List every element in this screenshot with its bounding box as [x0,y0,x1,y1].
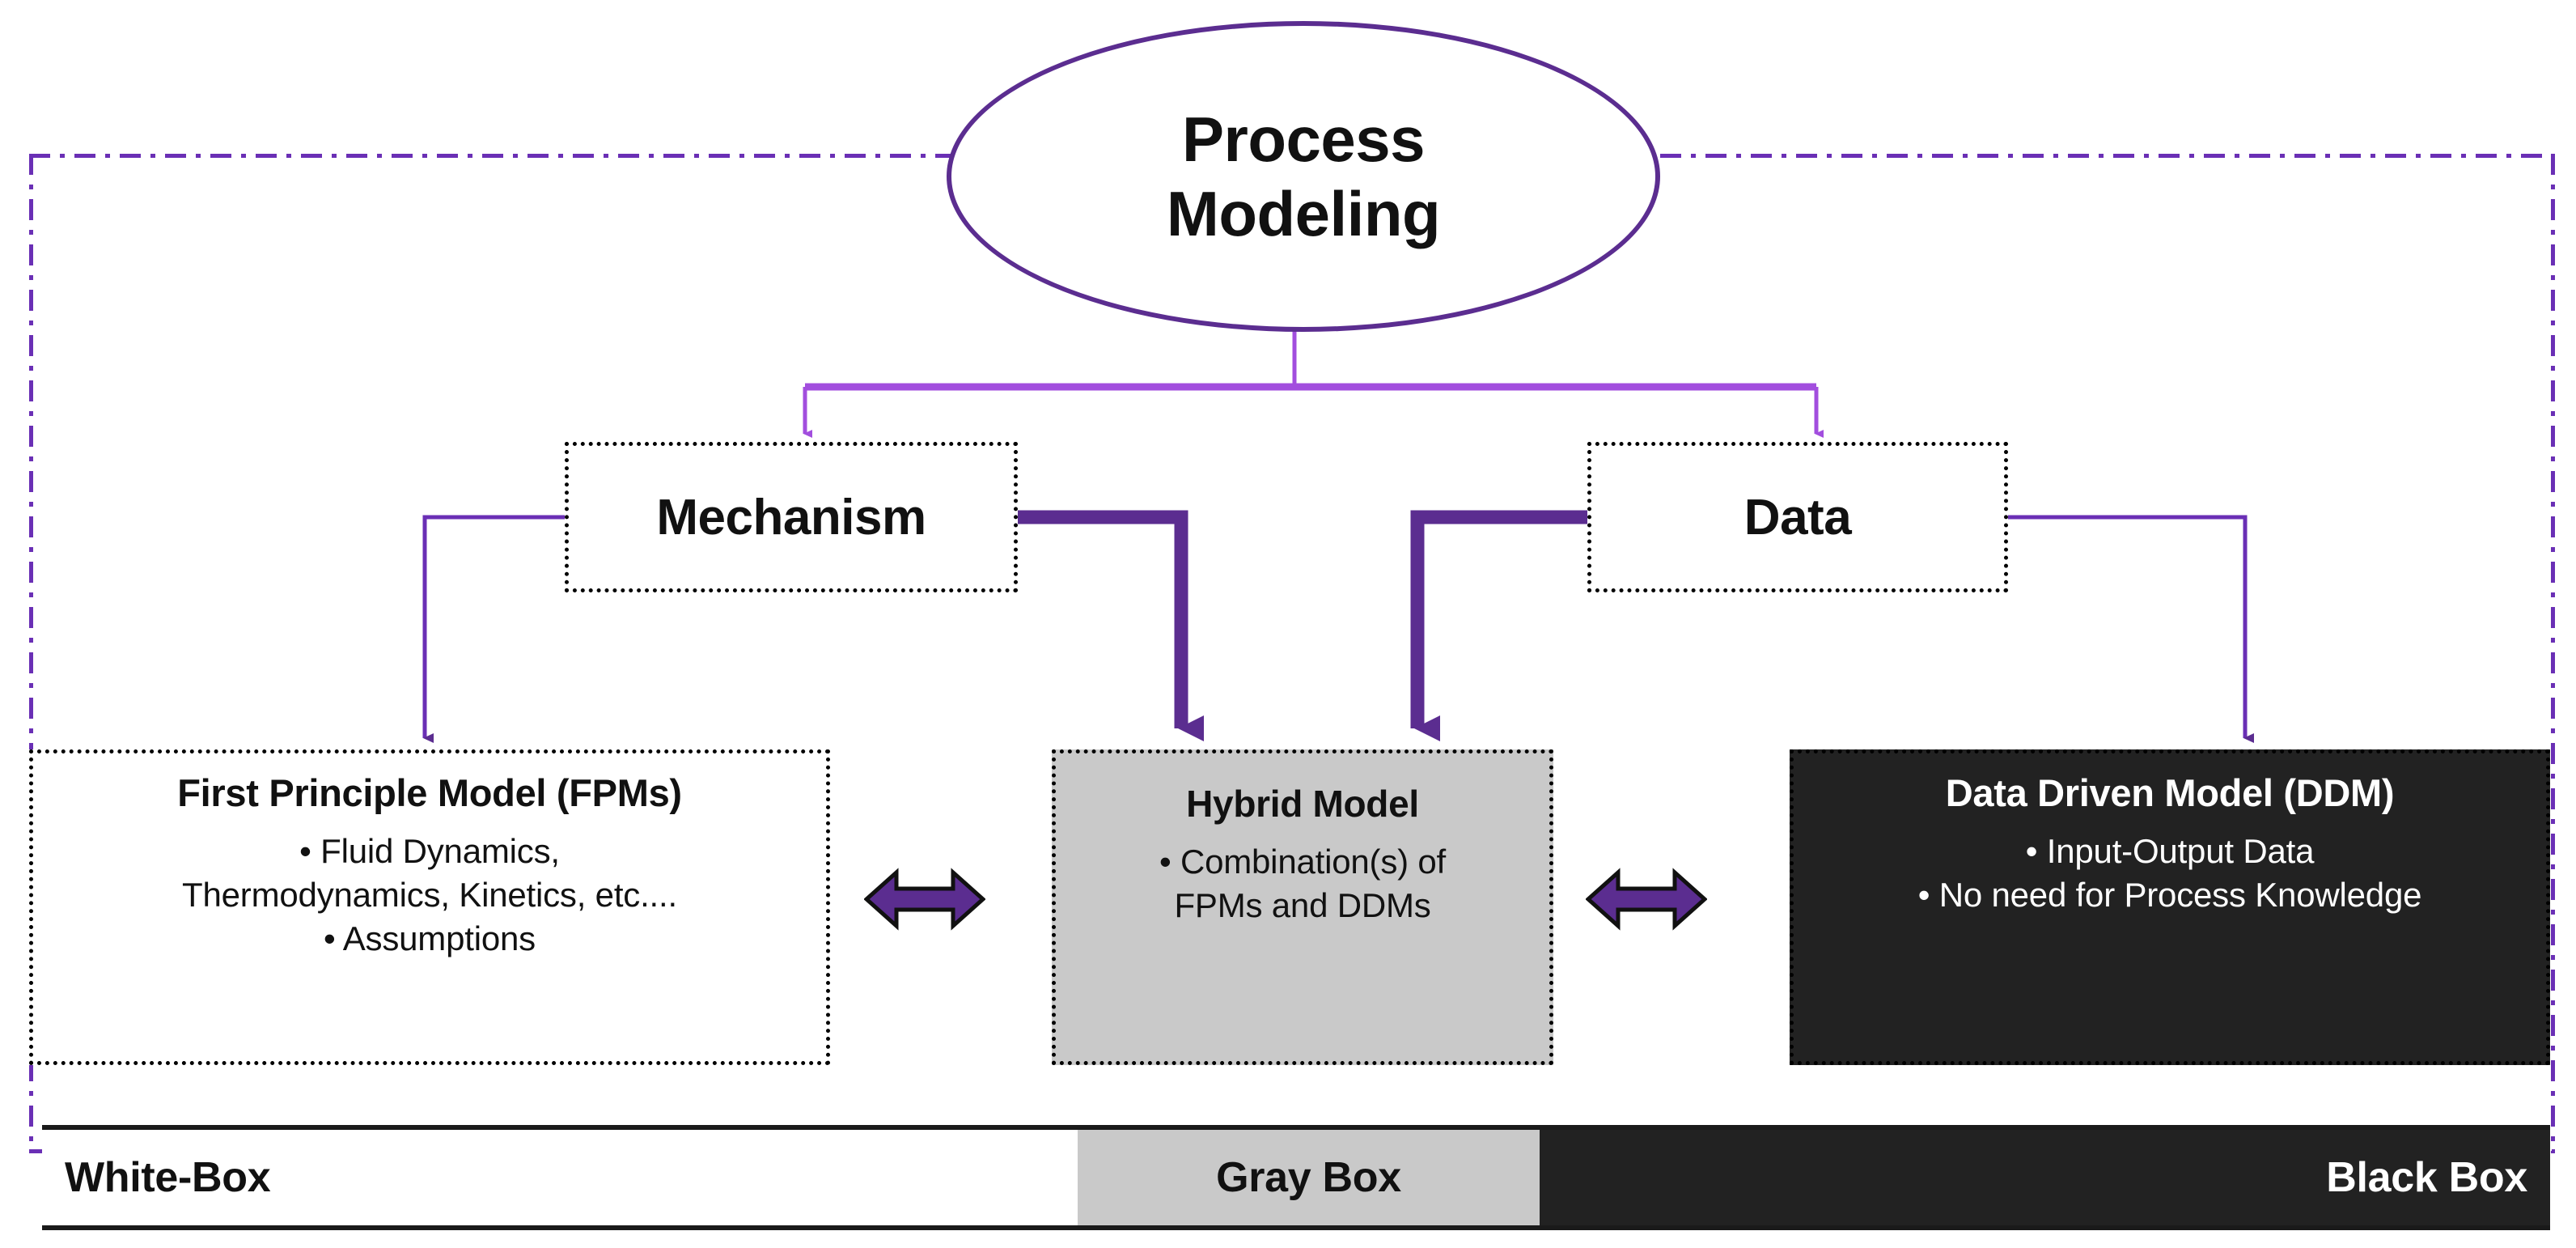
fpm-bullet-2: Thermodynamics, Kinetics, etc.... [182,875,677,914]
bidirectional-arrow-icon-right [1586,868,1707,931]
bullet-marker: • [299,832,311,871]
spectrum-segment-gray-box[interactable]: Gray Box [1078,1130,1540,1225]
bullet-marker: • [2025,832,2038,871]
hybrid-bullets: • Combination(s) of FPMs and DDMs [1064,840,1541,928]
ddm-title: Data Driven Model (DDM) [1945,771,2395,814]
model-transparency-spectrum: White-Box Gray Box Black Box [42,1125,2550,1230]
gray-box-label: Gray Box [1216,1154,1401,1201]
fpm-bullet-3: Assumptions [342,919,536,957]
hybrid-title: Hybrid Model [1186,783,1419,825]
ddm-bullet-2: No need for Process Knowledge [1938,875,2422,914]
ddm-bullets: • Input-Output Data • No need for Proces… [1802,830,2538,917]
mechanism-node[interactable]: Mechanism [565,442,1018,592]
bullet-marker: • [1159,842,1171,881]
process-modeling-node[interactable]: Process Modeling [947,21,1660,332]
mechanism-label: Mechanism [656,489,926,545]
bullet-marker: • [1917,875,1930,914]
hybrid-bullet-2: FPMs and DDMs [1174,885,1431,924]
bidirectional-arrow-icon-left [864,868,985,931]
outer-frame-right [2551,154,2555,1153]
process-modeling-label: Process Modeling [1166,103,1441,249]
data-driven-model-card[interactable]: Data Driven Model (DDM) • Input-Output D… [1790,749,2550,1065]
outer-frame-left [29,154,33,1153]
bullet-marker: • [324,919,336,957]
fpm-bullets: • Fluid Dynamics, Thermodynamics, Kineti… [41,830,818,960]
spectrum-segment-black-box[interactable]: Black Box [1539,1130,2550,1225]
ddm-bullet-1: Input-Output Data [2046,832,2315,871]
fpm-bullet-1: Fluid Dynamics, [320,832,560,871]
hybrid-bullet-1: Combination(s) of [1180,842,1447,881]
data-node[interactable]: Data [1587,442,2008,592]
fpm-title: First Principle Model (FPMs) [177,771,682,814]
spectrum-segment-white-box[interactable]: White-Box [42,1130,1078,1225]
data-label: Data [1743,489,1852,545]
hybrid-model-card[interactable]: Hybrid Model • Combination(s) of FPMs an… [1052,749,1553,1065]
white-box-label: White-Box [65,1154,271,1201]
black-box-label: Black Box [2326,1154,2527,1201]
first-principle-model-card[interactable]: First Principle Model (FPMs) • Fluid Dyn… [29,749,830,1065]
